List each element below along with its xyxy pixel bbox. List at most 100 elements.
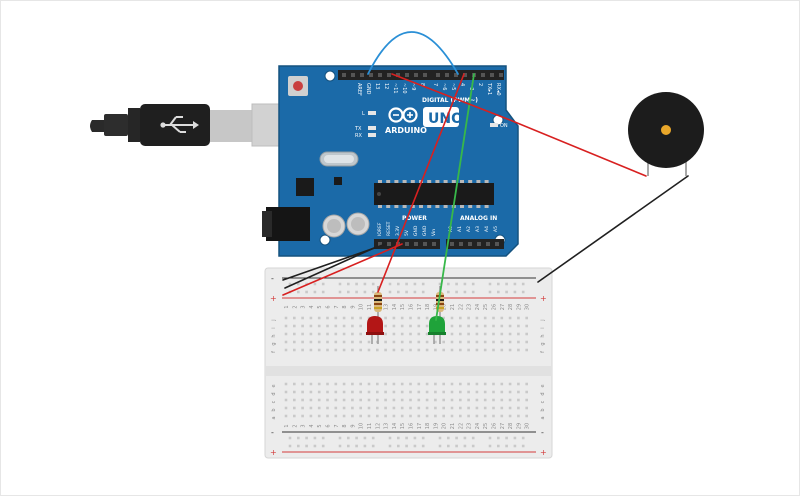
breadboard-hole[interactable]: [483, 406, 487, 410]
rail-hole[interactable]: [397, 290, 400, 294]
header-pin[interactable]: [396, 242, 400, 246]
breadboard-hole[interactable]: [442, 414, 445, 418]
breadboard-hole[interactable]: [492, 406, 495, 410]
breadboard-hole[interactable]: [459, 340, 462, 344]
breadboard-hole[interactable]: [467, 332, 470, 336]
rail-hole[interactable]: [305, 436, 308, 440]
breadboard-hole[interactable]: [351, 324, 354, 328]
rail-hole[interactable]: [371, 436, 375, 440]
breadboard-hole[interactable]: [342, 382, 346, 386]
breadboard-hole[interactable]: [293, 348, 296, 352]
header-pin[interactable]: [495, 242, 499, 246]
breadboard-hole[interactable]: [392, 324, 396, 328]
breadboard-hole[interactable]: [500, 382, 504, 386]
breadboard-hole[interactable]: [342, 414, 346, 418]
breadboard-hole[interactable]: [351, 406, 354, 410]
analog-header[interactable]: [446, 239, 504, 249]
header-pin[interactable]: [459, 242, 463, 246]
rail-hole[interactable]: [363, 436, 367, 440]
breadboard-hole[interactable]: [425, 324, 429, 328]
breadboard-hole[interactable]: [376, 390, 379, 394]
rail-hole[interactable]: [313, 444, 317, 448]
breadboard-hole[interactable]: [376, 398, 379, 402]
rail-hole[interactable]: [421, 282, 425, 286]
rail-hole[interactable]: [505, 444, 508, 448]
breadboard-hole[interactable]: [508, 332, 512, 336]
breadboard-hole[interactable]: [508, 390, 512, 394]
rail-hole[interactable]: [488, 290, 492, 294]
breadboard-hole[interactable]: [450, 382, 454, 386]
breadboard-hole[interactable]: [384, 324, 387, 328]
breadboard-hole[interactable]: [508, 382, 512, 386]
breadboard-hole[interactable]: [334, 414, 338, 418]
breadboard-hole[interactable]: [517, 348, 520, 352]
breadboard-hole[interactable]: [500, 406, 504, 410]
breadboard-hole[interactable]: [425, 340, 429, 344]
breadboard-hole[interactable]: [508, 324, 512, 328]
header-pin[interactable]: [423, 242, 427, 246]
breadboard-hole[interactable]: [459, 348, 462, 352]
breadboard-hole[interactable]: [459, 398, 462, 402]
breadboard-hole[interactable]: [284, 390, 288, 394]
rail-hole[interactable]: [471, 282, 475, 286]
breadboard-hole[interactable]: [500, 414, 504, 418]
breadboard-hole[interactable]: [475, 382, 479, 386]
rail-hole[interactable]: [438, 436, 442, 440]
breadboard-hole[interactable]: [475, 324, 479, 328]
piezo-buzzer[interactable]: [628, 92, 704, 176]
breadboard-hole[interactable]: [359, 348, 362, 352]
header-pin[interactable]: [414, 73, 418, 77]
breadboard-hole[interactable]: [475, 398, 479, 402]
header-pin[interactable]: [454, 73, 458, 77]
breadboard-hole[interactable]: [425, 414, 429, 418]
header-pin[interactable]: [360, 73, 364, 77]
rail-hole[interactable]: [363, 282, 367, 286]
breadboard-hole[interactable]: [500, 390, 504, 394]
breadboard-hole[interactable]: [301, 414, 304, 418]
rail-hole[interactable]: [321, 436, 325, 440]
breadboard-hole[interactable]: [342, 390, 346, 394]
rail-hole[interactable]: [397, 436, 400, 440]
breadboard-hole[interactable]: [367, 348, 371, 352]
breadboard-hole[interactable]: [459, 332, 462, 336]
breadboard-hole[interactable]: [525, 316, 528, 320]
breadboard-hole[interactable]: [384, 414, 387, 418]
breadboard-hole[interactable]: [342, 324, 346, 328]
breadboard-hole[interactable]: [517, 324, 520, 328]
header-pin[interactable]: [432, 242, 436, 246]
breadboard-hole[interactable]: [359, 406, 362, 410]
dc-power-jack[interactable]: [266, 207, 310, 241]
breadboard-hole[interactable]: [293, 340, 296, 344]
breadboard-hole[interactable]: [359, 332, 362, 336]
breadboard-hole[interactable]: [293, 390, 296, 394]
breadboard-hole[interactable]: [326, 414, 329, 418]
rail-hole[interactable]: [513, 290, 517, 294]
breadboard-hole[interactable]: [342, 398, 346, 402]
breadboard-hole[interactable]: [467, 382, 470, 386]
rail-hole[interactable]: [363, 290, 367, 294]
rail-hole[interactable]: [397, 444, 400, 448]
rail-hole[interactable]: [338, 444, 342, 448]
rail-hole[interactable]: [455, 444, 458, 448]
breadboard-hole[interactable]: [317, 382, 321, 386]
rail-hole[interactable]: [338, 436, 342, 440]
header-pin[interactable]: [351, 73, 355, 77]
breadboard-hole[interactable]: [409, 340, 412, 344]
header-pin[interactable]: [490, 73, 494, 77]
breadboard-hole[interactable]: [284, 382, 288, 386]
header-pin[interactable]: [450, 242, 454, 246]
breadboard-hole[interactable]: [525, 414, 528, 418]
header-pin[interactable]: [396, 73, 400, 77]
breadboard-hole[interactable]: [450, 324, 454, 328]
breadboard-hole[interactable]: [351, 340, 354, 344]
rail-hole[interactable]: [455, 282, 458, 286]
breadboard-hole[interactable]: [417, 348, 421, 352]
rail-hole[interactable]: [347, 436, 350, 440]
digital-header[interactable]: [338, 70, 504, 80]
breadboard-hole[interactable]: [326, 406, 329, 410]
rail-hole[interactable]: [513, 282, 517, 286]
rail-hole[interactable]: [413, 444, 417, 448]
breadboard-hole[interactable]: [500, 324, 504, 328]
breadboard-hole[interactable]: [417, 316, 421, 320]
breadboard-hole[interactable]: [409, 398, 412, 402]
